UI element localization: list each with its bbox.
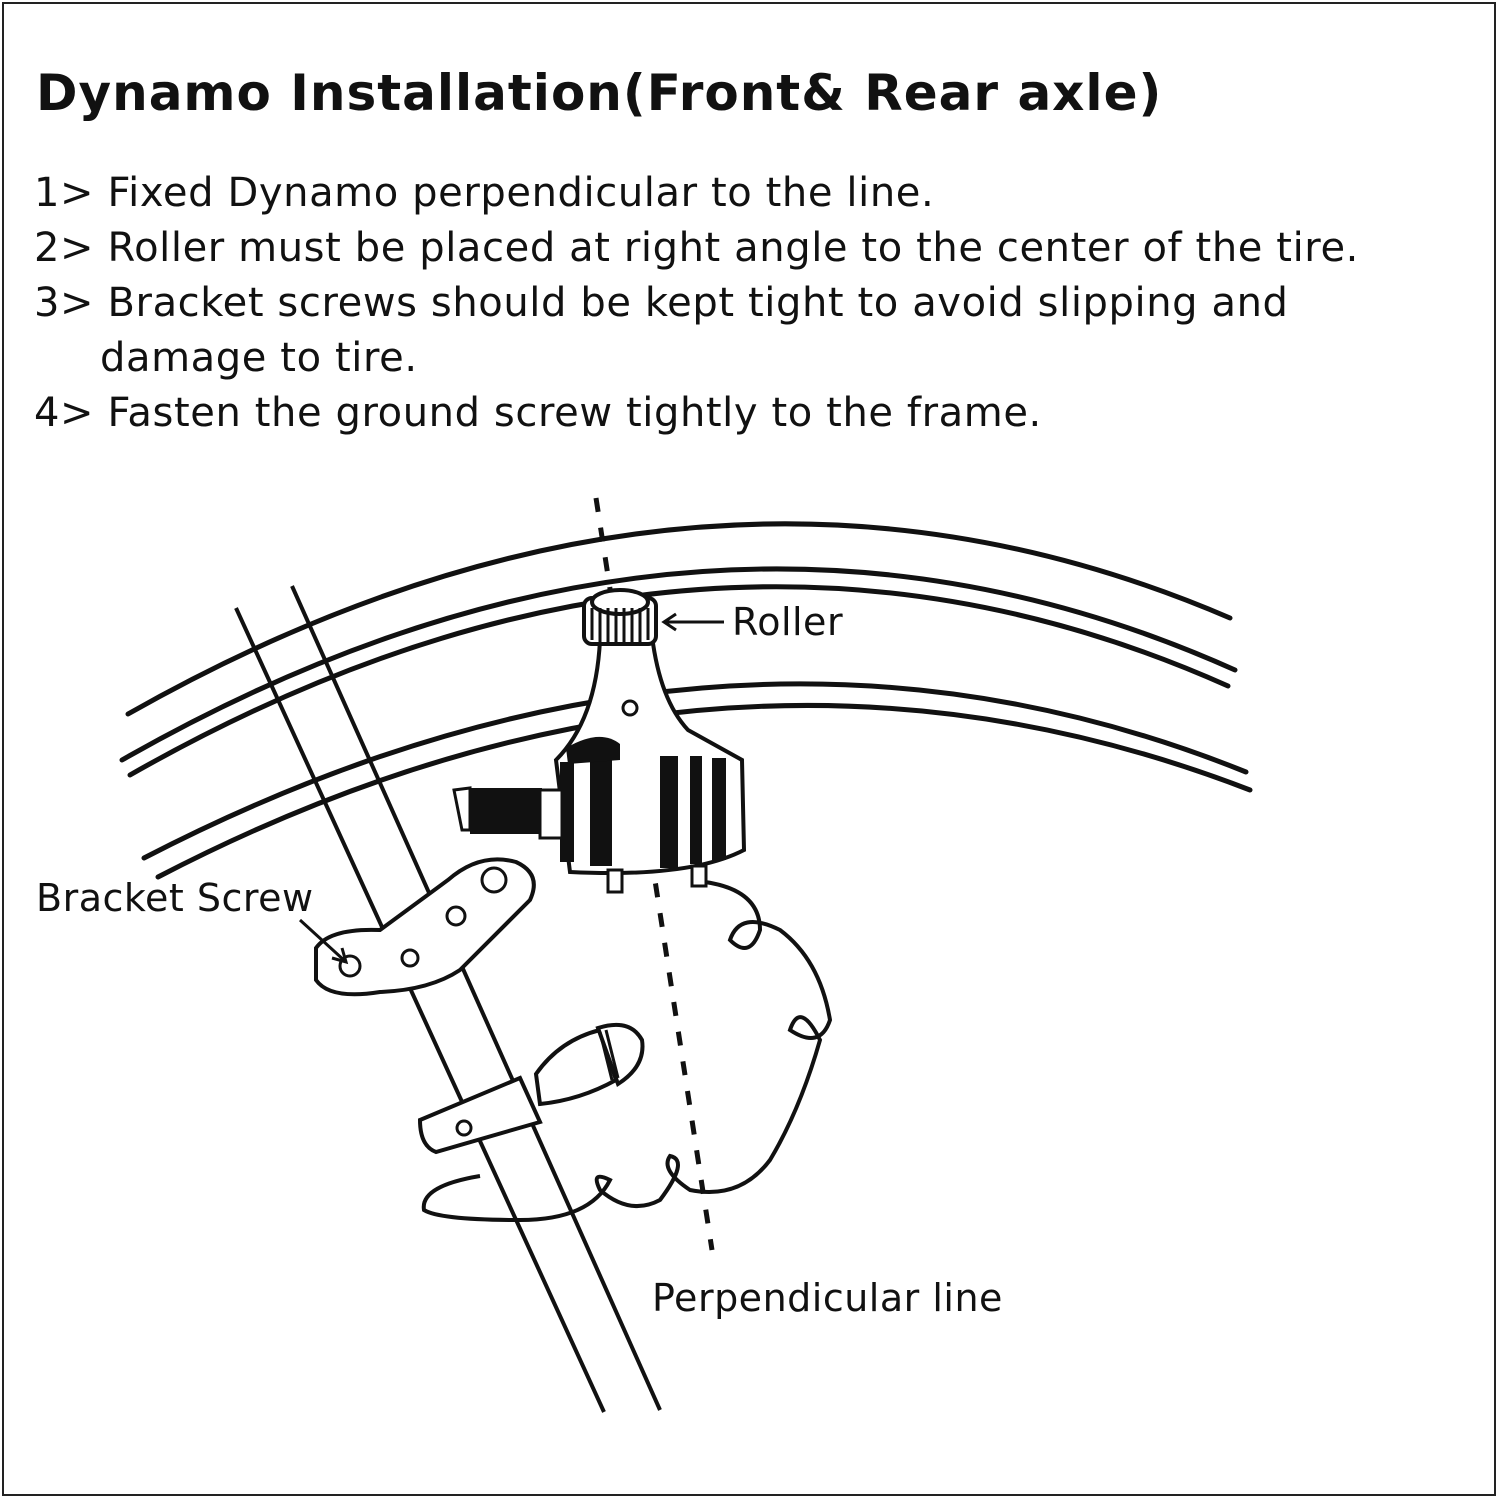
bracket-screw-label: Bracket Screw xyxy=(36,876,314,920)
lamp-clamp xyxy=(417,1075,543,1155)
step-2: 2> Roller must be placed at right angle … xyxy=(34,225,1359,271)
bracket xyxy=(314,857,536,997)
rim-lower-arc-1 xyxy=(141,681,1249,861)
step-1: 1> Fixed Dynamo perpendicular to the lin… xyxy=(34,170,935,216)
bracket-hole-2 xyxy=(445,905,467,927)
callout-arrows xyxy=(298,612,724,965)
lamp-knurling xyxy=(598,1029,620,1081)
coiled-wire xyxy=(421,880,833,1223)
rim-outer-arc xyxy=(119,566,1238,763)
bracket-hole-1 xyxy=(400,948,420,968)
bracket-hole-3 xyxy=(480,866,508,894)
dynamo-top-shade xyxy=(566,736,620,764)
step-3-continued: damage to tire. xyxy=(100,335,418,381)
lamp-clamp-screw xyxy=(455,1119,473,1137)
lamp xyxy=(417,1023,645,1155)
perpendicular-line-label: Perpendicular line xyxy=(652,1276,1003,1320)
bracket-screw-arrow-line xyxy=(298,918,348,964)
instruction-list: 1> Fixed Dynamo perpendicular to the lin… xyxy=(34,166,1359,441)
fork-edge-right xyxy=(290,585,662,1411)
bracket-arm xyxy=(314,857,536,997)
dynamo-stripes xyxy=(560,756,726,868)
fork-tube xyxy=(234,585,662,1413)
roller-arrow-head xyxy=(661,612,677,632)
rim-inner-arc xyxy=(127,584,1231,778)
bracket-screw-arrow-head xyxy=(331,947,349,965)
dynamo-terminal-right xyxy=(690,864,708,888)
tire-outer-arc xyxy=(125,521,1233,717)
roller-top xyxy=(590,588,650,616)
fork-edge-left xyxy=(234,607,606,1413)
dynamo-mount xyxy=(452,786,564,840)
step-3: 3> Bracket screws should be kept tight t… xyxy=(34,280,1289,326)
dynamo-terminal-left xyxy=(606,868,624,894)
diagram-title: Dynamo Installation(Front& Rear axle) xyxy=(36,64,1163,122)
roller-label: Roller xyxy=(732,600,844,644)
roller-knurling xyxy=(590,608,650,644)
dynamo-rivet xyxy=(621,699,639,717)
dynamo xyxy=(553,588,747,894)
step-4: 4> Fasten the ground screw tightly to th… xyxy=(34,390,1042,436)
